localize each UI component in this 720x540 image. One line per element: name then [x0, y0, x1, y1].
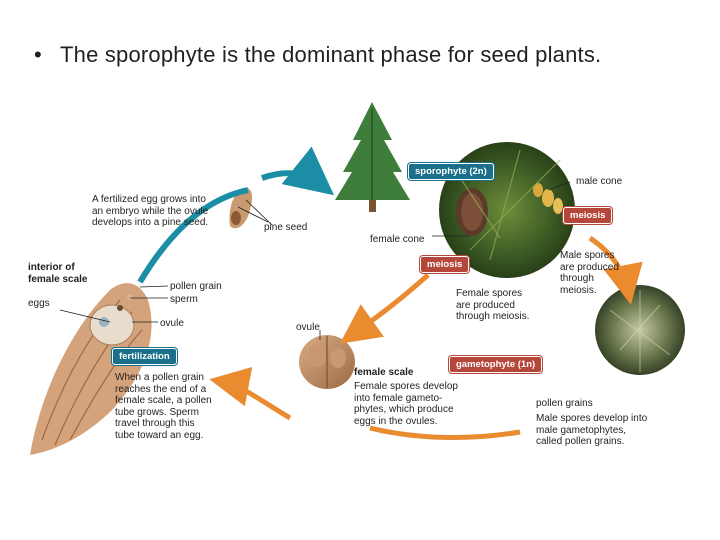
female-spores-text: Female spores are produced through meios… [456, 288, 530, 322]
slide-title: • The sporophyte is the dominant phase fo… [34, 42, 601, 68]
pine-seed-label: pine seed [264, 222, 308, 233]
teal-arrow-seed-to-tree [261, 146, 335, 196]
orange-arrow-sporophyte-to-pollen [588, 235, 643, 305]
pollen-grains-text: Male spores develop into male gametophyt… [536, 413, 648, 447]
interior-female-scale-label: interior of female scale [28, 262, 88, 285]
eggs-label: eggs [28, 298, 50, 309]
pollen-grains-label: pollen grains [536, 398, 593, 409]
ovule-left-label: ovule [160, 318, 184, 329]
orange-arrow-meiosis-to-female-scale [339, 273, 430, 344]
female-cone-label: female cone [370, 234, 425, 245]
bullet-point: • [34, 42, 42, 67]
female-scale-text: Female spores develop into female gameto… [354, 381, 458, 427]
orange-arrow-pollen-to-scale [369, 425, 521, 441]
pine-tree-illustration [335, 102, 410, 212]
orange-arrow-scale-to-fertilization [209, 366, 292, 421]
male-cone-label: male cone [576, 176, 623, 187]
sporophyte-tag: sporophyte (2n) [408, 163, 494, 180]
sperm-label: sperm [170, 294, 198, 305]
leader-lines [59, 181, 571, 340]
male-spores-text: Male spores are produced through meiosis… [560, 250, 619, 296]
pollen-cone-photo [595, 285, 685, 375]
female-scale-illustration [299, 335, 355, 389]
meiosis-female-tag: meiosis [420, 256, 470, 273]
fertilization-text: When a pollen grain reaches the end of a… [115, 372, 212, 441]
ovule-mid-label: ovule [296, 322, 320, 333]
fertilized-egg-text: A fertilized egg grows into an embryo wh… [92, 194, 209, 228]
gametophyte-tag: gametophyte (1n) [449, 356, 543, 373]
pollen-grain-label: pollen grain [170, 281, 222, 292]
meiosis-male-tag: meiosis [563, 207, 613, 224]
fertilization-tag: fertilization [112, 348, 177, 365]
title-text: The sporophyte is the dominant phase for… [60, 42, 602, 67]
teal-arrow-fertilization-to-seed [137, 187, 249, 284]
female-scale-label: female scale [354, 367, 414, 378]
interior-female-scale-illustration [30, 283, 152, 455]
